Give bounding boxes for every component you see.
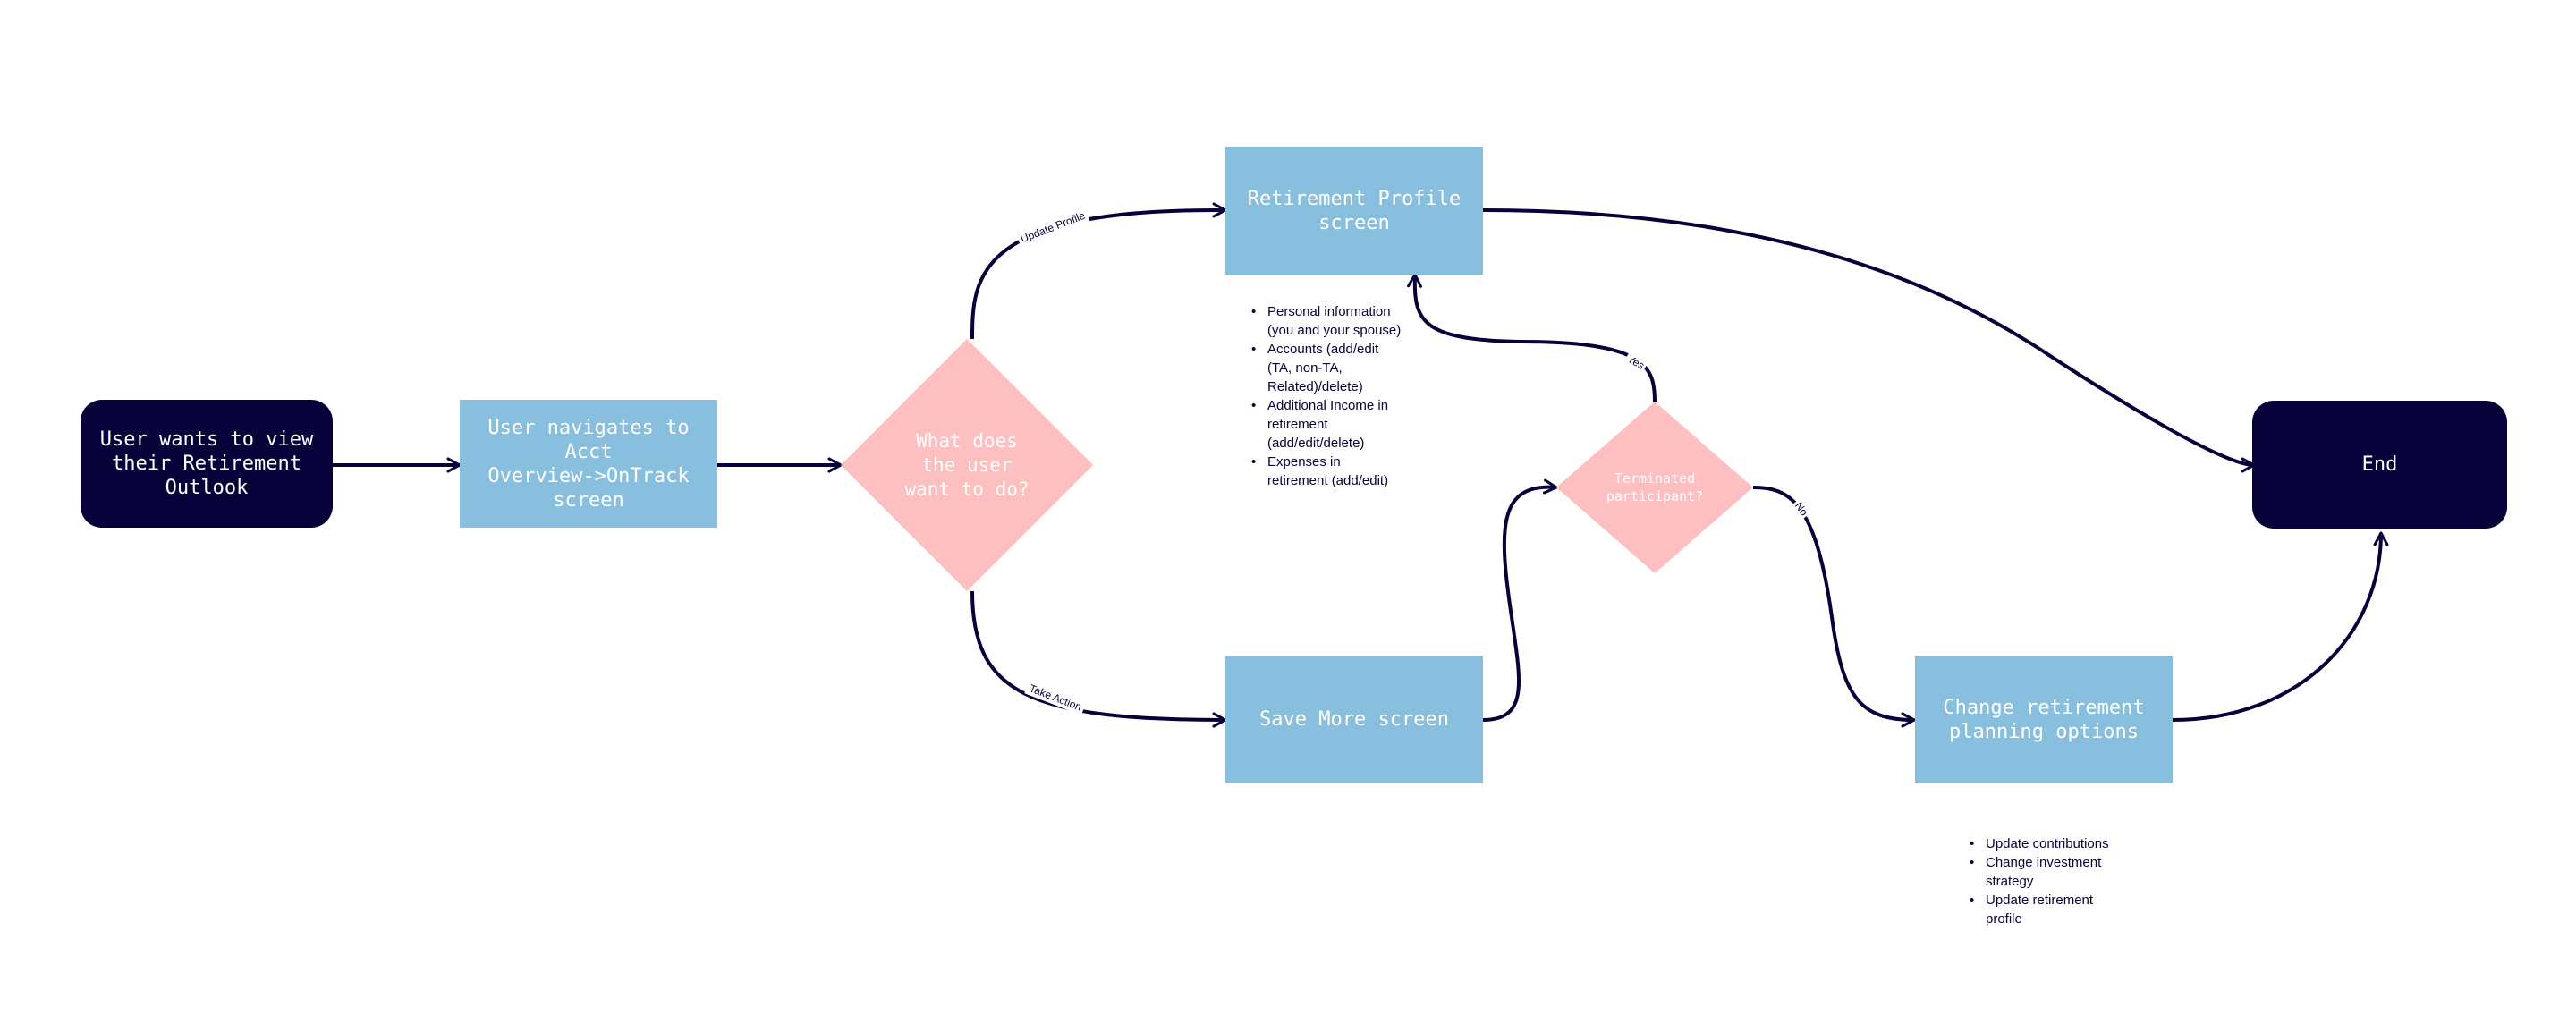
edge-label-bg-no bbox=[1790, 497, 1813, 521]
connector-no bbox=[1752, 486, 1916, 728]
decision-user-label: What does the user want to do? bbox=[904, 429, 1030, 500]
start-node: User wants to view their Retirement Outl… bbox=[80, 400, 333, 528]
profile-note-item: Additional Income in retirement (add/edi… bbox=[1251, 396, 1500, 453]
navigate-node-label: User navigates to Acct Overview->OnTrack… bbox=[487, 416, 690, 512]
connector-savemore-to-terminated bbox=[1482, 478, 1558, 722]
edge-label-bg-yes bbox=[1623, 351, 1649, 374]
end-node-label: End bbox=[2361, 453, 2398, 476]
change-notes-list: Update contributionsChange investment st… bbox=[1968, 834, 2200, 928]
change-note-item: Update contributions bbox=[1970, 834, 2200, 853]
change-note-item: Change investment strategy bbox=[1970, 853, 2200, 891]
decision-terminated-label: Terminated participant? bbox=[1606, 470, 1704, 504]
profile-note-item: Accounts (add/edit (TA, non-TA, Related)… bbox=[1251, 340, 1500, 396]
decision-terminated-shape bbox=[1556, 402, 1753, 573]
decision-user-shape bbox=[841, 339, 1093, 591]
retirement-profile-label: Retirement Profile screen bbox=[1247, 187, 1462, 234]
retirement-profile-node: Retirement Profile screen bbox=[1225, 147, 1483, 275]
decision-user-node: What does the user want to do? bbox=[841, 339, 1093, 591]
edge-label-update-profile: Update Profile bbox=[1019, 209, 1087, 245]
profile-notes-list: Personal information (you and your spous… bbox=[1250, 302, 1500, 490]
profile-note-item: Expenses in retirement (add/edit) bbox=[1251, 453, 1500, 490]
edge-label-bg-take-action bbox=[1024, 680, 1087, 715]
change-options-label: Change retirement planning options bbox=[1943, 696, 2145, 743]
save-more-label: Save More screen bbox=[1259, 708, 1449, 731]
change-options-node: Change retirement planning options bbox=[1915, 656, 2173, 783]
save-more-node: Save More screen bbox=[1225, 656, 1483, 783]
connector-update-profile bbox=[970, 202, 1227, 340]
navigate-node: User navigates to Acct Overview->OnTrack… bbox=[460, 400, 717, 528]
decision-terminated-node: Terminated participant? bbox=[1556, 402, 1753, 573]
end-node: End bbox=[2252, 401, 2507, 529]
connector-profile-to-end bbox=[1482, 208, 2256, 473]
change-note-item: Update retirement profile bbox=[1970, 891, 2200, 928]
profile-note-item: Personal information (you and your spous… bbox=[1251, 302, 1500, 340]
start-node-label: User wants to view their Retirement Outl… bbox=[99, 428, 314, 499]
edge-label-bg-update-profile bbox=[1015, 207, 1090, 248]
connector-change-to-end bbox=[2172, 531, 2389, 722]
connector-take-action bbox=[970, 590, 1227, 728]
